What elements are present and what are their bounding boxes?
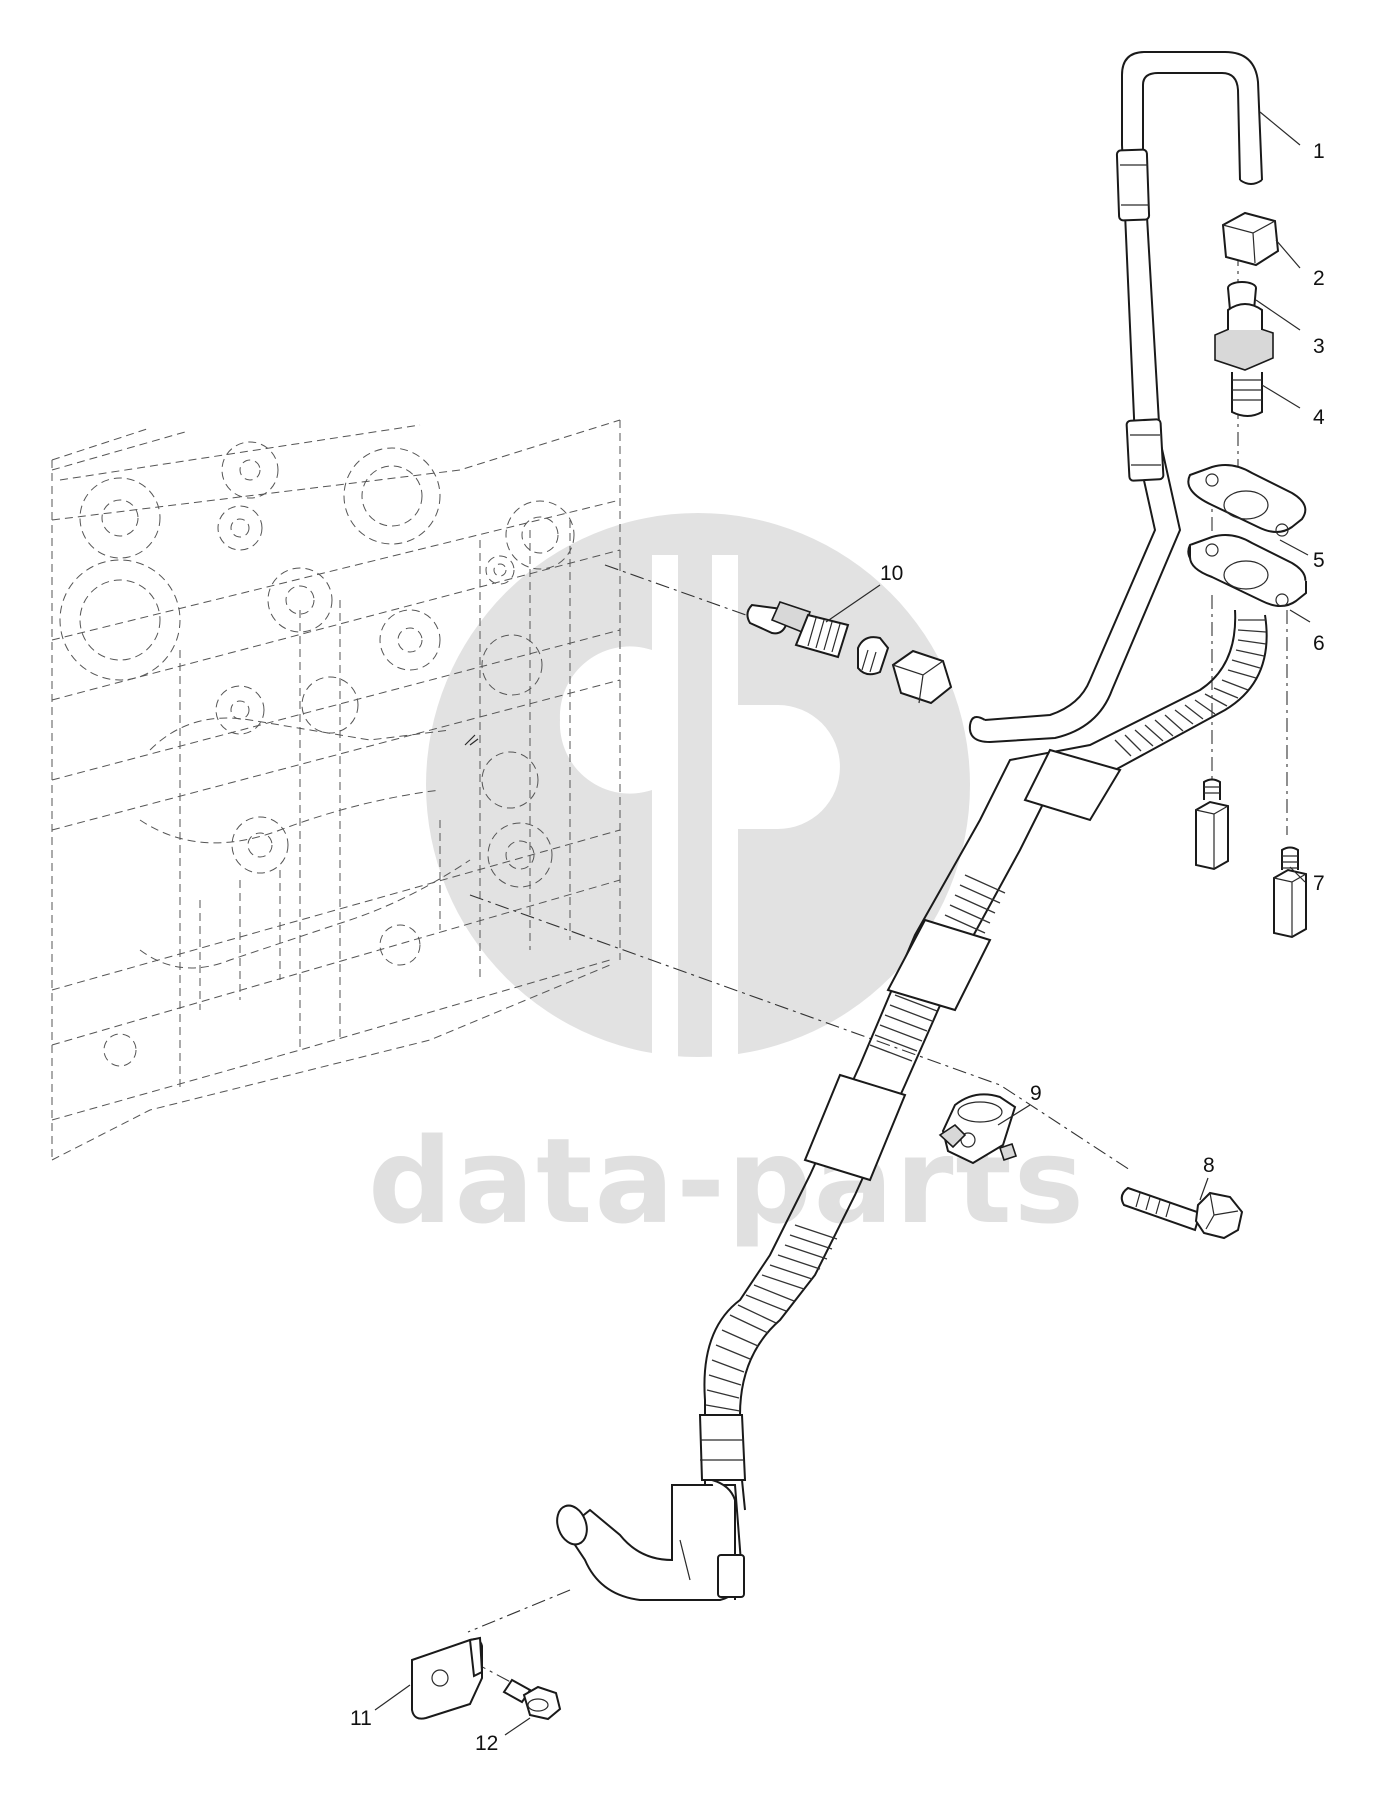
callout-10: 10 — [880, 562, 903, 585]
callout-6: 6 — [1313, 632, 1325, 655]
adapter-fitting — [1214, 303, 1274, 417]
callout-2: 2 — [1313, 267, 1325, 290]
flange-gasket — [1187, 464, 1307, 537]
connector-fitting — [746, 601, 953, 705]
callout-labels: 1 2 3 4 5 6 7 8 9 10 11 12 — [350, 140, 1325, 1755]
flange-bolt — [502, 1678, 562, 1721]
callout-5: 5 — [1313, 549, 1325, 572]
union-nut — [1221, 211, 1280, 267]
callout-1: 1 — [1313, 140, 1325, 163]
flexible-oil-drain-hose — [556, 609, 1268, 1601]
hex-bolt — [1120, 1186, 1244, 1240]
callout-11: 11 — [350, 1707, 372, 1730]
callout-12: 12 — [475, 1732, 498, 1755]
stud-bolt-left — [1195, 778, 1229, 871]
callout-3: 3 — [1313, 335, 1325, 358]
leader-lines — [374, 111, 1311, 1736]
engine-block-ghost — [51, 419, 621, 1161]
hose-clamp — [938, 1093, 1018, 1165]
oil-feed-line-upper — [968, 51, 1263, 743]
callout-9: 9 — [1030, 1082, 1042, 1105]
callout-4: 4 — [1313, 406, 1325, 429]
callout-8: 8 — [1203, 1154, 1215, 1177]
hose-flange — [1187, 534, 1307, 607]
callout-7: 7 — [1313, 872, 1325, 895]
mounting-bracket — [411, 1636, 484, 1720]
stud-bolt-right — [1273, 846, 1307, 939]
